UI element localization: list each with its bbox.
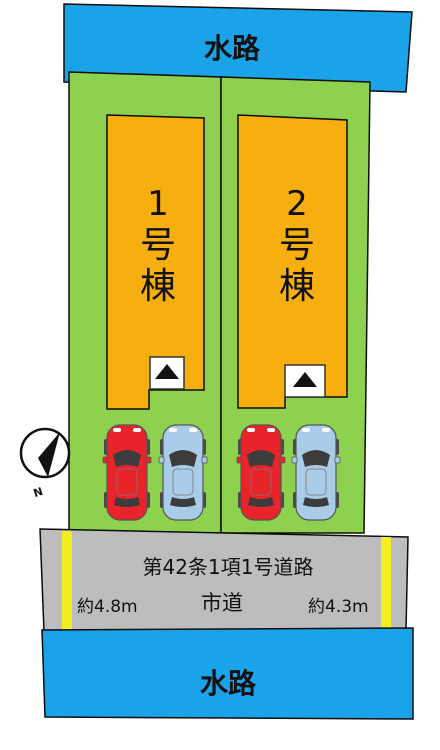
waterway-bottom-label: 水路 (200, 667, 257, 700)
car-roof (250, 468, 272, 496)
parking-cars (102, 424, 341, 521)
road-width-marker-left (62, 531, 72, 631)
road-name: 市道 (201, 591, 243, 615)
car-lot-1-blue (158, 424, 208, 521)
road-classification: 第42条1項1号道路 (143, 555, 314, 579)
car-lot-2-red (236, 424, 286, 521)
car-mirror (291, 456, 298, 464)
building-1-char1: 号 (140, 225, 176, 266)
car-mirror (236, 456, 243, 464)
car-windshield (113, 450, 141, 467)
waterway-top (63, 3, 413, 93)
car-roof (305, 468, 327, 496)
building-2-char2: 棟 (279, 266, 315, 307)
car-windshield (302, 450, 330, 467)
entrance-marker-2 (284, 364, 326, 398)
car-mirror (158, 456, 165, 464)
car-roof (172, 468, 194, 496)
car-headlight (302, 428, 310, 432)
compass: N (19, 427, 71, 500)
car-headlight (247, 428, 255, 432)
car-roof (116, 468, 138, 496)
car-mirror (201, 456, 208, 464)
car-rear-window (114, 497, 140, 507)
car-headlight (133, 428, 141, 432)
car-mirror (102, 456, 109, 464)
car-headlight (322, 428, 330, 432)
car-headlight (113, 428, 121, 432)
car-mirror (279, 456, 286, 464)
car-lot-2-blue (291, 424, 341, 521)
building-1 (106, 114, 205, 410)
car-mirror (334, 456, 341, 464)
car-windshield (247, 450, 275, 467)
triangle-up-icon (155, 364, 179, 379)
car-rear-window (248, 497, 274, 507)
car-mirror (145, 456, 152, 464)
north-arrow-icon (38, 432, 60, 477)
building-2-char1: 号 (279, 225, 315, 266)
car-rear-window (303, 497, 329, 507)
road-width-marker-right (381, 537, 391, 629)
entrance-marker-1 (149, 356, 185, 390)
car-headlight (169, 428, 177, 432)
triangle-up-icon (293, 372, 317, 387)
road-width-left: 約4.8m (77, 597, 138, 617)
building-2-number: 2 (286, 184, 308, 224)
waterway-top-label: 水路 (204, 32, 261, 65)
car-lot-1-red (102, 424, 152, 521)
car-headlight (189, 428, 197, 432)
car-windshield (169, 450, 197, 467)
building-1-number: 1 (147, 184, 169, 224)
road-width-right: 約4.3m (308, 597, 369, 617)
waterway-bottom (41, 627, 414, 720)
building-1-char2: 棟 (140, 266, 176, 307)
compass-north-label: N (32, 485, 45, 500)
car-headlight (267, 428, 275, 432)
car-rear-window (170, 497, 196, 507)
